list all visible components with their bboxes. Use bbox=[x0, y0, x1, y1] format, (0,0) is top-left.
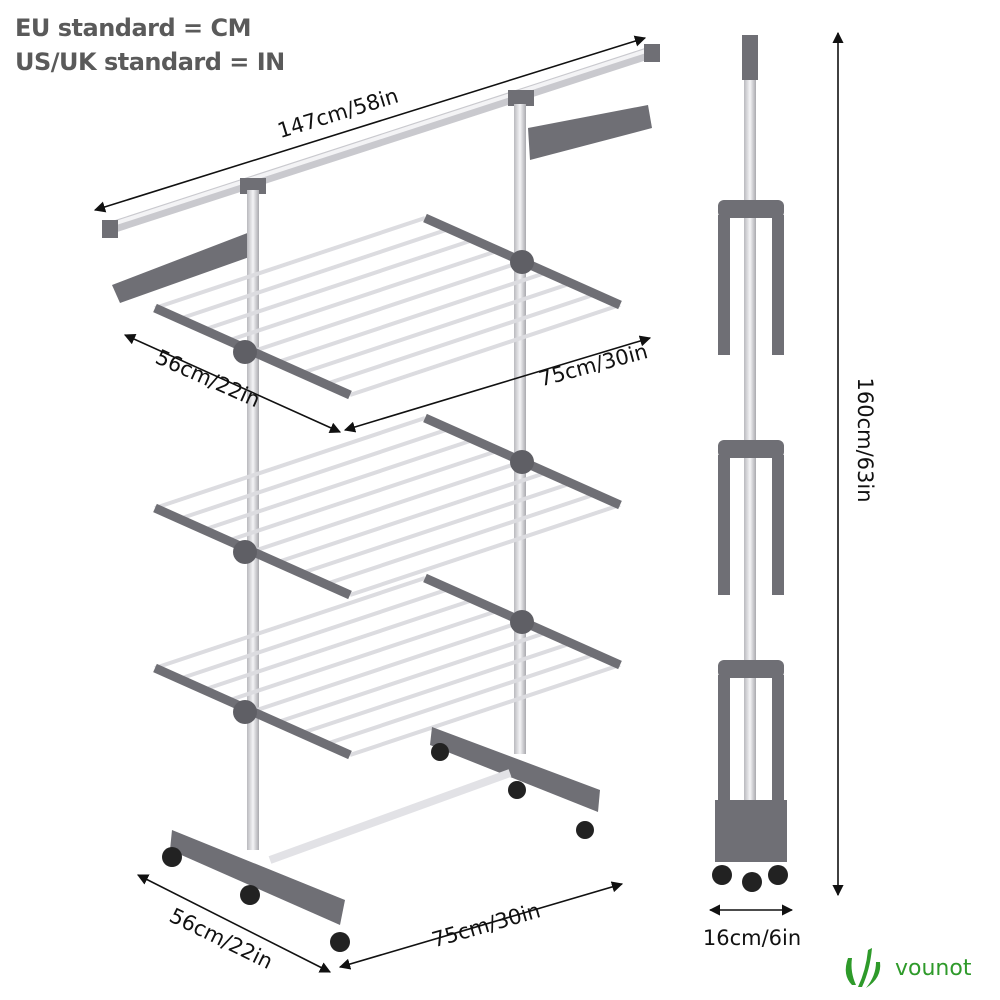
folded-shelf-2 bbox=[718, 440, 784, 595]
drying-rod bbox=[276, 470, 548, 565]
folded-shelf-1 bbox=[718, 200, 784, 355]
drying-rod bbox=[154, 416, 426, 510]
drying-rod bbox=[227, 608, 499, 703]
shelf-tier-2 bbox=[153, 413, 622, 600]
shelves bbox=[153, 213, 622, 760]
dimension-lines bbox=[93, 31, 844, 973]
vertical-poles bbox=[247, 104, 526, 850]
drying-rod bbox=[178, 226, 451, 321]
height-label: 160cm/63in bbox=[853, 377, 877, 502]
drying-rod bbox=[154, 216, 426, 310]
shelf-joint-knob bbox=[233, 340, 257, 364]
shelf-joint-knob bbox=[510, 450, 534, 474]
drying-rod bbox=[349, 503, 621, 597]
shelf-joint-knob bbox=[510, 610, 534, 634]
folded-side-view bbox=[712, 35, 788, 892]
drying-rod bbox=[178, 586, 451, 681]
drying-rod bbox=[203, 597, 475, 692]
drying-rod bbox=[300, 641, 572, 736]
drying-rod bbox=[324, 492, 597, 587]
drying-rod bbox=[251, 459, 524, 554]
drying-rod bbox=[251, 259, 524, 354]
folded-depth-label: 16cm/6in bbox=[703, 926, 801, 950]
drying-rod bbox=[300, 481, 572, 576]
drying-rod bbox=[178, 426, 451, 521]
brand-name: vounot bbox=[895, 956, 972, 981]
drying-rod bbox=[203, 437, 475, 532]
drying-rod bbox=[276, 270, 548, 365]
side-wing-right bbox=[528, 105, 652, 160]
drying-rod bbox=[251, 619, 524, 714]
vounot-logo-icon bbox=[845, 948, 881, 988]
drying-rod bbox=[300, 281, 572, 376]
drying-rod bbox=[227, 448, 499, 543]
drying-rod bbox=[276, 630, 548, 725]
base-width-label: 75cm/30in bbox=[429, 898, 543, 952]
shelf-joint-knob bbox=[233, 700, 257, 724]
drying-rod bbox=[349, 303, 621, 397]
drying-rod bbox=[227, 248, 499, 343]
base-depth-label: 56cm/22in bbox=[166, 903, 277, 974]
drying-rod bbox=[203, 237, 475, 332]
shelf-joint-knob bbox=[233, 540, 257, 564]
shelf-joint-knob bbox=[510, 250, 534, 274]
drying-rod bbox=[154, 576, 426, 670]
shelf-tier-3 bbox=[153, 573, 622, 760]
folded-shelf-3 bbox=[718, 660, 784, 805]
side-wing-left bbox=[112, 232, 255, 303]
shelf-width-label: 75cm/30in bbox=[536, 339, 650, 391]
drying-rod bbox=[324, 652, 597, 747]
drying-rod bbox=[349, 663, 621, 757]
